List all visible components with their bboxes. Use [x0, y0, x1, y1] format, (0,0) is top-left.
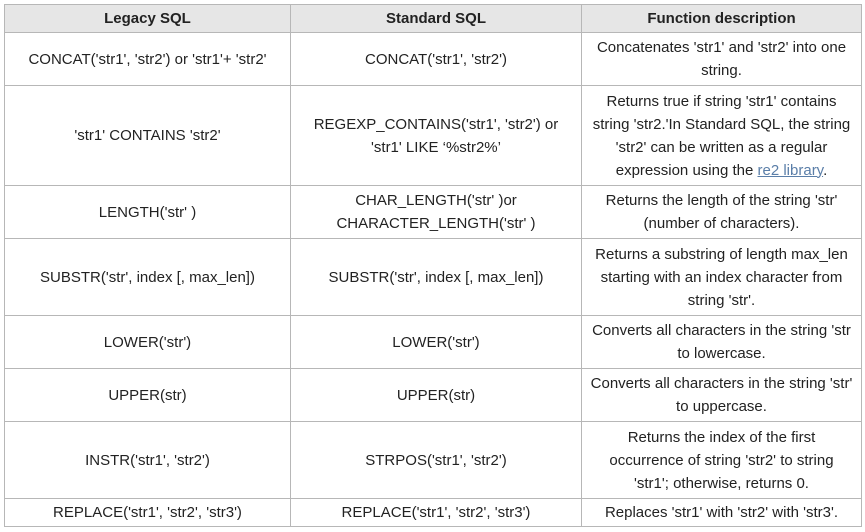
header-function-description: Function description: [581, 4, 862, 33]
table-row: LOWER('str') LOWER('str') Converts all c…: [4, 315, 862, 369]
table-row: CONCAT('str1', 'str2') or 'str1'+ 'str2'…: [4, 32, 862, 86]
table-row: UPPER(str) UPPER(str) Converts all chara…: [4, 368, 862, 422]
table-row: SUBSTR('str', index [, max_len]) SUBSTR(…: [4, 238, 862, 316]
standard-cell: SUBSTR('str', index [, max_len]): [290, 238, 582, 316]
legacy-cell: LENGTH('str' ): [4, 185, 291, 239]
legacy-cell: UPPER(str): [4, 368, 291, 422]
description-cell: Returns true if string 'str1' contains s…: [581, 85, 862, 186]
table-row: 'str1' CONTAINS 'str2' REGEXP_CONTAINS('…: [4, 85, 862, 186]
legacy-cell: CONCAT('str1', 'str2') or 'str1'+ 'str2': [4, 32, 291, 86]
table-header-row: Legacy SQL Standard SQL Function descrip…: [4, 4, 862, 33]
legacy-cell: INSTR('str1', 'str2'): [4, 421, 291, 499]
standard-cell: STRPOS('str1', 'str2'): [290, 421, 582, 499]
standard-cell: LOWER('str'): [290, 315, 582, 369]
re2-library-link[interactable]: re2 library: [757, 161, 824, 179]
description-cell: Converts all characters in the string 's…: [581, 315, 862, 369]
sql-function-comparison-table: Legacy SQL Standard SQL Function descrip…: [4, 4, 862, 527]
header-standard-sql: Standard SQL: [290, 4, 582, 33]
standard-cell: CHAR_LENGTH('str' )or CHARACTER_LENGTH('…: [290, 185, 582, 239]
description-cell: Returns the index of the first occurrenc…: [581, 421, 862, 499]
legacy-cell: LOWER('str'): [4, 315, 291, 369]
standard-cell: REPLACE('str1', 'str2', 'str3'): [290, 498, 582, 527]
standard-cell: REGEXP_CONTAINS('str1', 'str2') or 'str1…: [290, 85, 582, 186]
description-text: Returns true if string 'str1' contains s…: [592, 92, 851, 179]
legacy-cell: REPLACE('str1', 'str2', 'str3'): [4, 498, 291, 527]
table-row: LENGTH('str' ) CHAR_LENGTH('str' )or CHA…: [4, 185, 862, 239]
description-cell: Returns a substring of length max_len st…: [581, 238, 862, 316]
standard-cell: UPPER(str): [290, 368, 582, 422]
standard-cell: CONCAT('str1', 'str2'): [290, 32, 582, 86]
legacy-cell: 'str1' CONTAINS 'str2': [4, 85, 291, 186]
table-row: INSTR('str1', 'str2') STRPOS('str1', 'st…: [4, 421, 862, 499]
legacy-cell: SUBSTR('str', index [, max_len]): [4, 238, 291, 316]
description-cell: Returns the length of the string 'str' (…: [581, 185, 862, 239]
table-row: REPLACE('str1', 'str2', 'str3') REPLACE(…: [4, 498, 862, 527]
description-cell: Concatenates 'str1' and 'str2' into one …: [581, 32, 862, 86]
description-cell: Converts all characters in the string 's…: [581, 368, 862, 422]
description-cell: Replaces 'str1' with 'str2' with 'str3'.: [581, 498, 862, 527]
header-legacy-sql: Legacy SQL: [4, 4, 291, 33]
description-suffix: .: [823, 161, 828, 179]
